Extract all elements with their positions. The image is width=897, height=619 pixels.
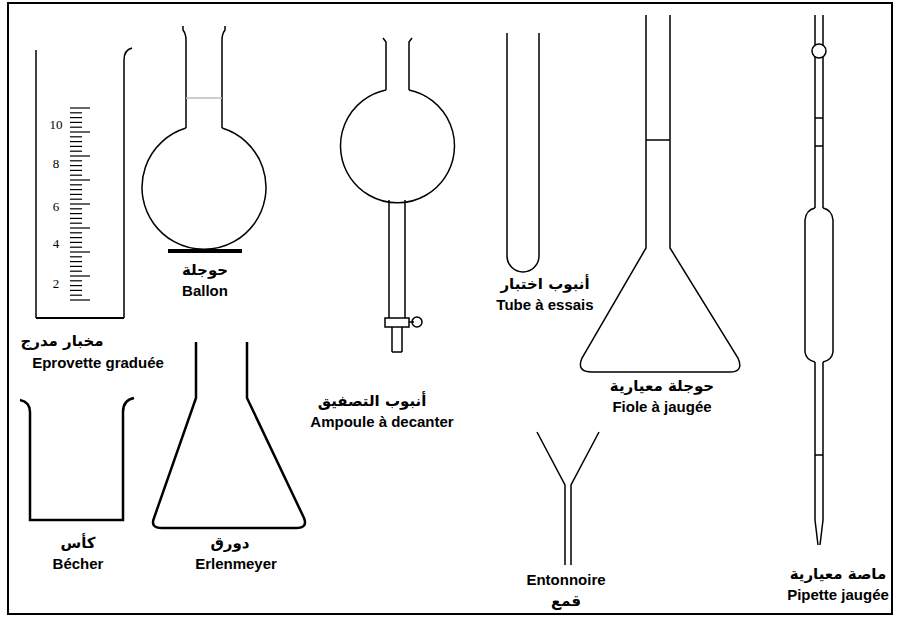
apparatus-name: قمع [551,593,581,610]
scale-number: 6 [53,200,60,214]
frame [8,3,892,614]
beaker [20,398,134,520]
apparatus-name: كأس [60,535,95,552]
apparatus-name: أنبوب التصفيق [318,393,427,410]
apparatus-name: حوجلة [182,262,228,279]
round-flask [142,26,266,251]
apparatus-name: Eprovette graduée [32,355,164,372]
apparatus-name: Pipette jaugée [787,587,889,604]
scale-number: 2 [53,277,60,291]
apparatus-name: Ampoule à decanter [310,414,453,431]
apparatus-name: Fiole à jaugée [612,399,711,416]
scale-number: 4 [53,237,60,251]
scale-number: 8 [53,157,60,171]
apparatus-name: Erlenmeyer [195,556,277,573]
apparatus-name: Bécher [53,556,104,573]
apparatus-name: دورق [210,535,249,552]
apparatus-name: Tube à essais [496,297,593,314]
separatory-funnel [341,38,455,352]
apparatus-name: Entonnoire [526,572,605,589]
funnel [537,432,599,565]
apparatus-name: Ballon [182,283,228,300]
apparatus-name: ماصة معيارية [790,566,887,583]
volumetric-flask [580,15,739,372]
scale-number: 10 [50,118,63,132]
volumetric-pipette [805,15,833,545]
apparatus-name: حوجلة معيارية [610,378,714,395]
apparatus-name: أنبوب اختبار [500,276,589,293]
graduated-cylinder [36,48,132,318]
erlenmeyer-flask [153,342,305,528]
apparatus-name: مخبار مدرج [20,333,103,350]
test-tube [507,33,539,272]
